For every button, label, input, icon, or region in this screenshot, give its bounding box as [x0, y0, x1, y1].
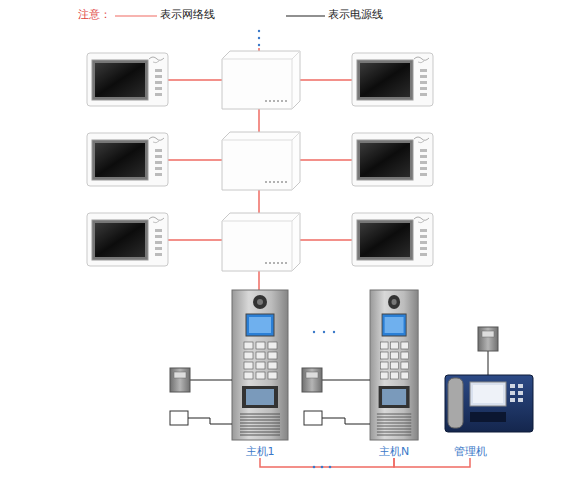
network-line [394, 458, 470, 467]
network-line [260, 458, 394, 467]
note-label: 注意： [78, 8, 111, 22]
device-label: 主机1 [212, 445, 308, 458]
device-node: 主机1 [232, 290, 288, 458]
legend-text: 表示电源线 [328, 8, 383, 22]
legend-text: 表示网络线 [160, 8, 215, 22]
device-label: 主机N [350, 445, 438, 458]
device-label: 管理机 [425, 445, 515, 458]
device-node: 管理机 [445, 372, 495, 458]
device-node: 主机N [370, 290, 418, 458]
